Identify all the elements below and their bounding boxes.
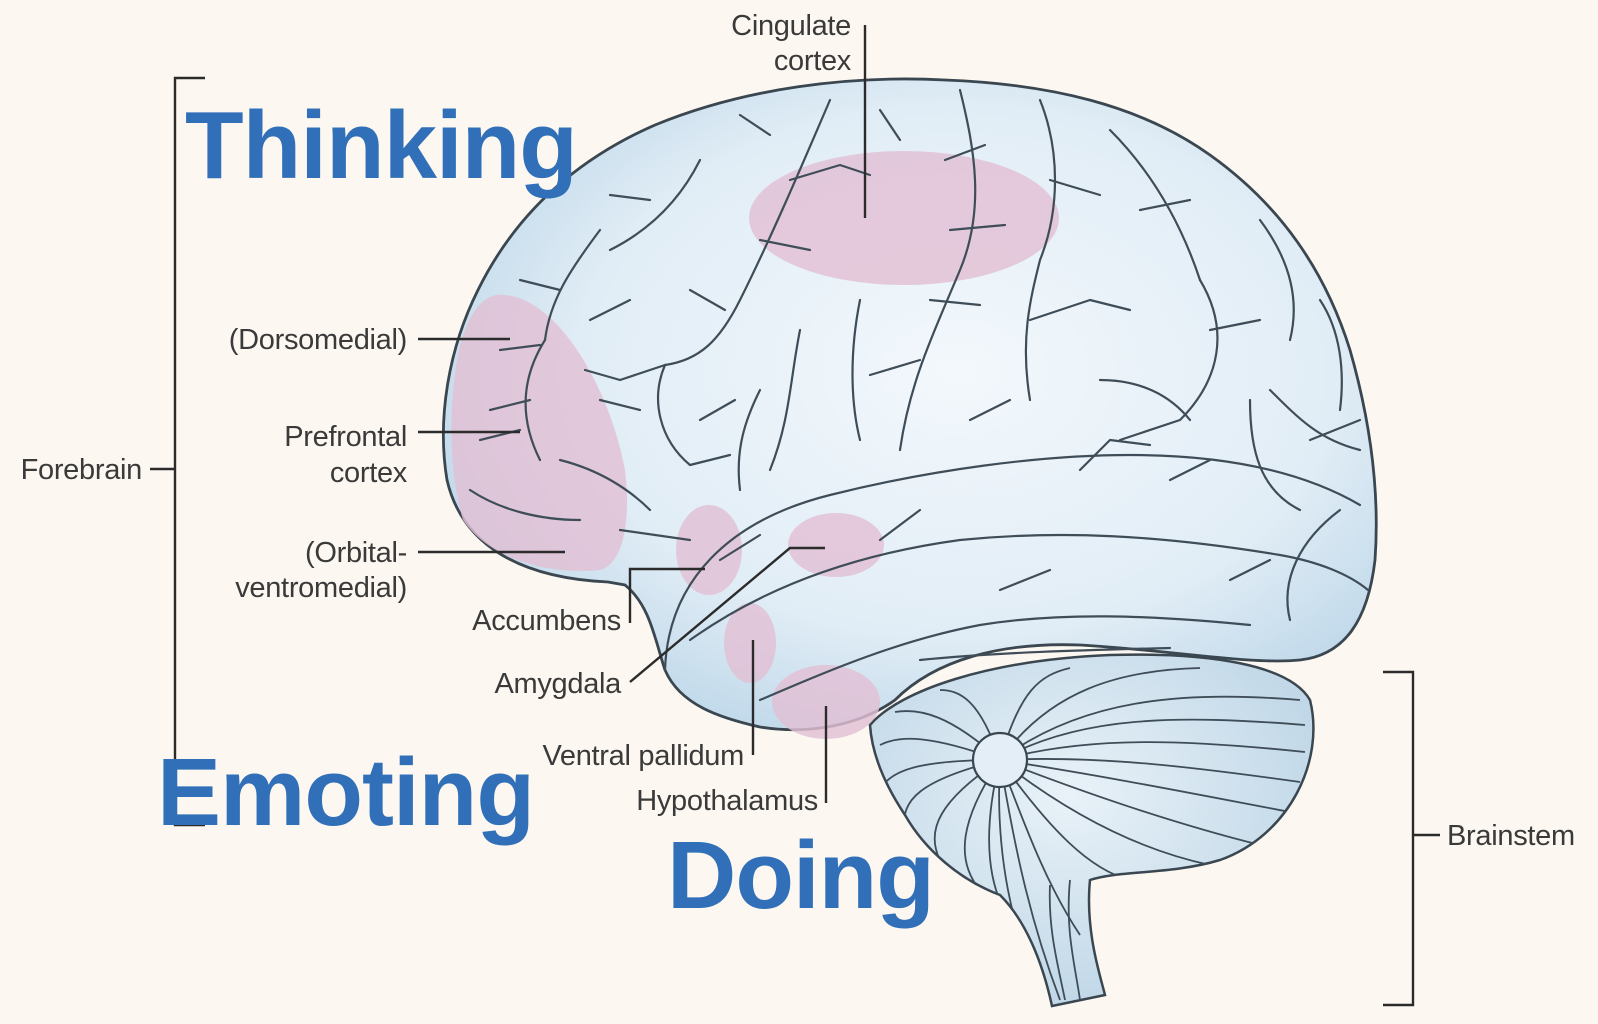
- accumbens-label: Accumbens: [472, 605, 621, 637]
- cingulate-label-line1: Cingulate: [731, 10, 851, 42]
- orbital-label-line1: (Orbital-: [305, 537, 407, 569]
- orbital-label-line2: ventromedial): [235, 572, 407, 604]
- hypothalamus-label: Hypothalamus: [636, 785, 818, 817]
- emoting-label: Emoting: [157, 739, 534, 846]
- amygdala-label: Amygdala: [494, 668, 622, 700]
- brainstem-label: Brainstem: [1447, 820, 1575, 852]
- temporal-lobe-outline: [663, 453, 1362, 672]
- accumbens-highlight: [676, 505, 742, 595]
- cerebellum-brainstem: [868, 653, 1315, 1008]
- structure-labels: Cingulate cortex (Dorsomedial) Prefronta…: [21, 10, 1576, 852]
- dorsomedial-label: (Dorsomedial): [229, 324, 407, 356]
- amygdala-leader: [629, 546, 825, 683]
- brainstem-bracket: [1383, 670, 1440, 1007]
- ventral-pallidum-highlight: [724, 603, 776, 683]
- forebrain-bracket: [150, 76, 205, 827]
- prefrontal-label-line1: Prefrontal: [284, 421, 407, 453]
- overlay-words: Thinking Emoting Doing: [157, 92, 935, 929]
- thinking-label: Thinking: [185, 92, 577, 199]
- accumbens-leader: [628, 567, 705, 623]
- cortex-sulci: [468, 88, 1362, 622]
- highlight-regions: [451, 151, 1059, 739]
- cingulate-highlight: [749, 151, 1059, 285]
- leader-lines: [150, 25, 1440, 1007]
- doing-label: Doing: [667, 822, 934, 929]
- forebrain-label: Forebrain: [21, 454, 142, 486]
- cerebellum-hub: [971, 731, 1029, 789]
- prefrontal-highlight: [451, 294, 628, 571]
- prefrontal-label-line2: cortex: [330, 457, 408, 489]
- ventral-pallidum-label: Ventral pallidum: [542, 740, 744, 772]
- cingulate-label-line2: cortex: [774, 45, 852, 77]
- temporal-sulcus: [688, 533, 1370, 642]
